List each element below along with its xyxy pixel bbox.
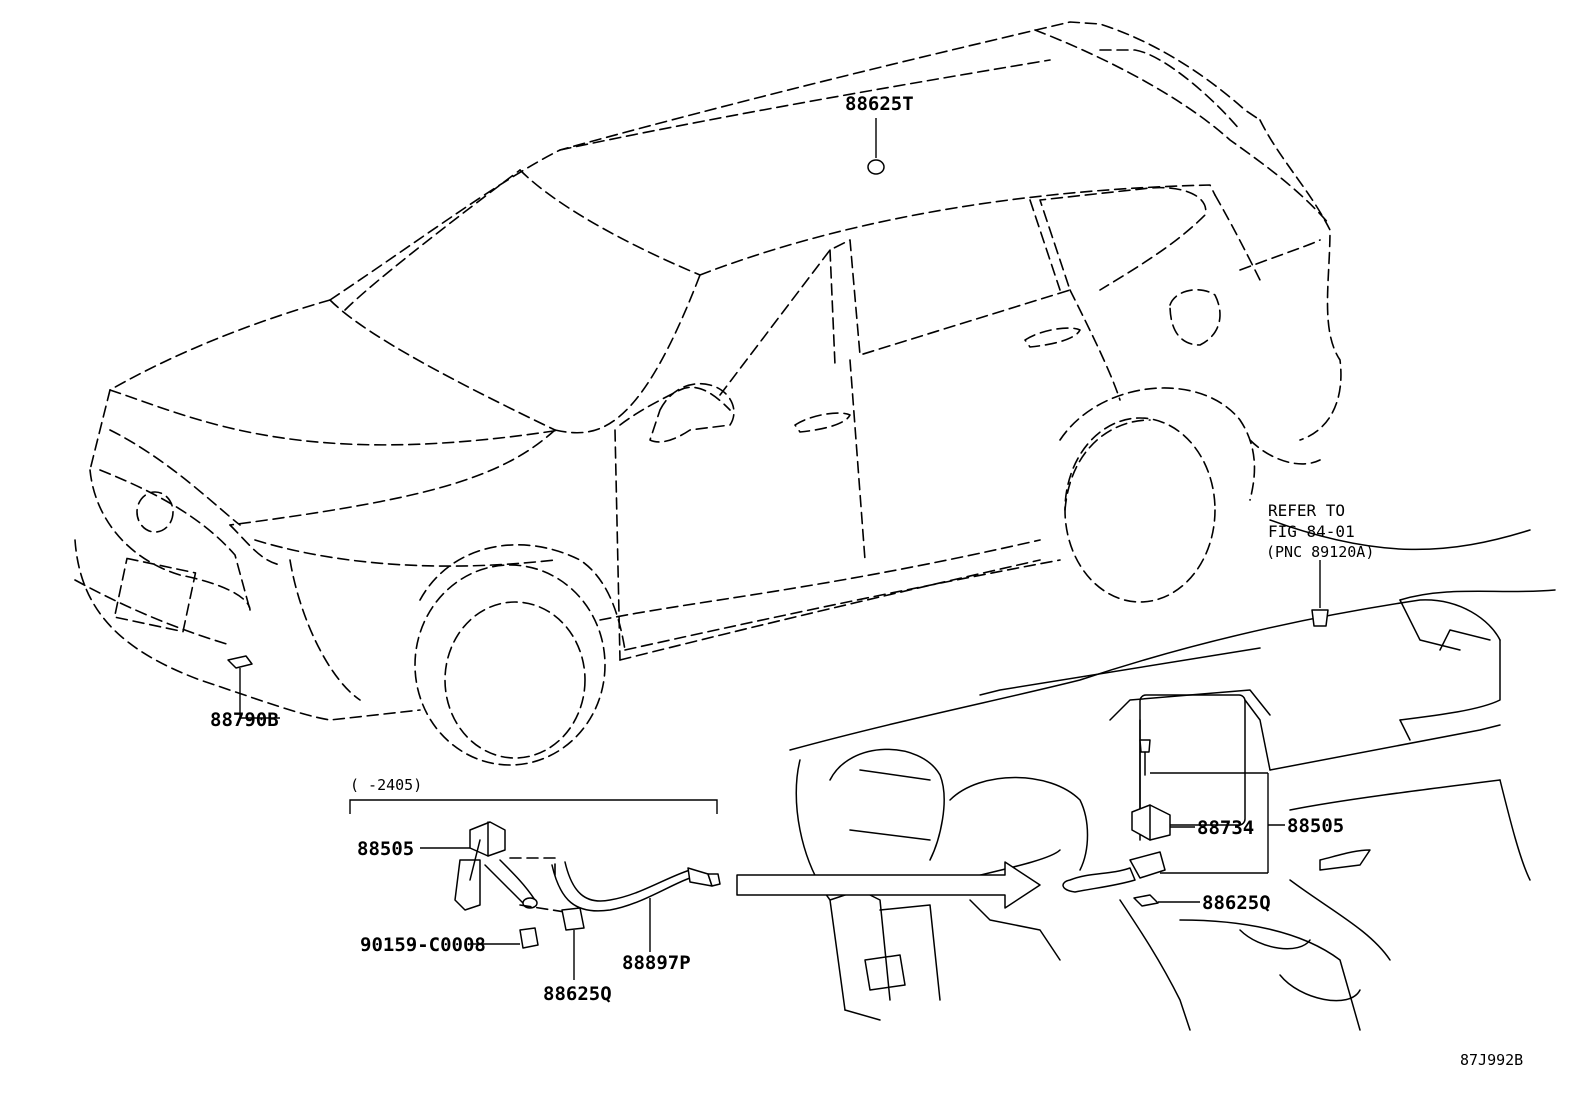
label-88625q-left: 88625Q <box>543 983 612 1005</box>
label-88505-left: 88505 <box>357 838 414 860</box>
label-88734: 88734 <box>1197 817 1254 839</box>
label-88625q-right: 88625Q <box>1202 892 1271 914</box>
date-range: ( -2405) <box>350 776 422 794</box>
dashboard-outline <box>789 519 1556 1031</box>
refer-to-line2: FIG 84-01 <box>1268 522 1355 541</box>
vehicle-outline <box>74 21 1342 766</box>
roof-antenna-part: 88625T <box>845 93 914 175</box>
refer-component: REFER TO FIG 84-01 (PNC 89120A) <box>1266 501 1374 627</box>
refer-to-line1: REFER TO <box>1268 501 1345 520</box>
refer-to-line3: (PNC 89120A) <box>1266 543 1374 561</box>
label-88625t: 88625T <box>845 93 914 115</box>
label-88505-right: 88505 <box>1287 815 1344 837</box>
figure-code: 87J992B <box>1460 1051 1523 1069</box>
right-assembly: 88734 88505 88625Q <box>1062 739 1344 914</box>
label-88790b: 88790B <box>210 709 279 731</box>
label-88897p: 88897P <box>622 952 691 974</box>
left-detail: ( -2405) 88505 90159-C0008 88625Q 88897P <box>349 776 721 1005</box>
front-sensor-part: 88790B <box>210 655 280 731</box>
direction-arrow <box>736 861 1041 909</box>
label-90159-c0008: 90159-C0008 <box>360 934 486 956</box>
